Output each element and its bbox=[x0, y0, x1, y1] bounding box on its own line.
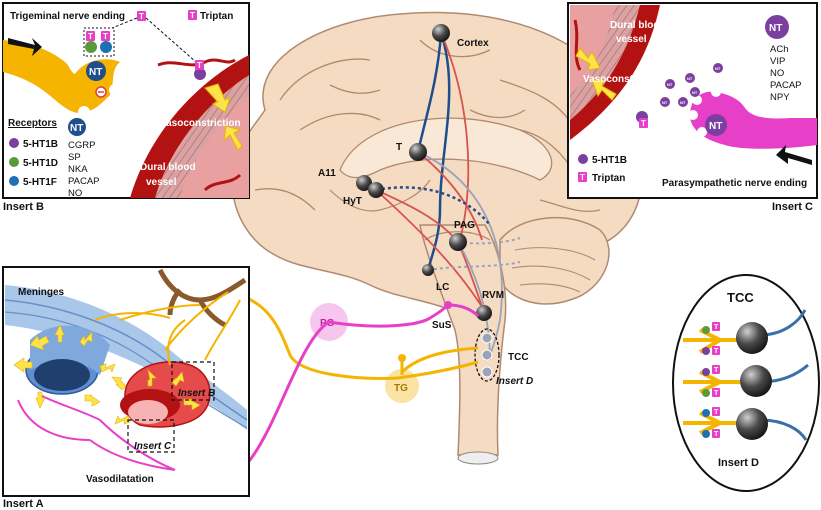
insert-d-panel: TCC T T T T T T Insert D bbox=[672, 274, 820, 492]
trigeminal-title: Trigeminal nerve ending bbox=[10, 11, 125, 22]
receptors-title: Receptors bbox=[8, 118, 57, 129]
receptor-1: 5-HT1B bbox=[23, 139, 58, 150]
svg-text:NT: NT bbox=[687, 76, 693, 81]
svg-text:T: T bbox=[714, 390, 719, 397]
insert-d-label: Insert D bbox=[718, 457, 759, 469]
lc-label: LC bbox=[436, 282, 449, 293]
nt-b-3: NKA bbox=[68, 164, 88, 175]
insert-b-box-label: Insert B bbox=[178, 388, 215, 399]
rvm-label: RVM bbox=[482, 290, 504, 301]
nt-b-2: SP bbox=[68, 152, 81, 163]
rvm-nucleus bbox=[476, 305, 492, 321]
cortex-nucleus bbox=[432, 24, 450, 42]
nt-badge-b bbox=[86, 61, 106, 81]
insert-c-panel: Dural blood vessel Vasoconstriction NT N… bbox=[567, 2, 818, 199]
insert-c-box-label: Insert C bbox=[134, 441, 172, 452]
receptor-3: 5-HT1F bbox=[23, 177, 57, 188]
svg-text:T: T bbox=[714, 324, 719, 331]
tcc-neuron-3 bbox=[736, 408, 768, 440]
svg-text:NT: NT bbox=[89, 67, 102, 78]
tcc-neuron-2 bbox=[740, 365, 772, 397]
svg-text:NT: NT bbox=[709, 121, 722, 132]
dural-vessel-b-2: vessel bbox=[146, 177, 177, 188]
brain-drawing bbox=[231, 11, 644, 465]
dural-vessel-c-2: vessel bbox=[616, 34, 647, 45]
svg-text:T: T bbox=[103, 32, 108, 41]
insert-b-panel: NT T T T T Trigeminal nerve ending T Tri… bbox=[2, 2, 250, 199]
svg-text:T: T bbox=[641, 119, 646, 128]
nt-badge-c bbox=[705, 114, 727, 136]
vasoconstriction-b: Vasoconstriction bbox=[160, 118, 241, 129]
nt-c-5: NPY bbox=[770, 92, 790, 103]
svg-text:T: T bbox=[139, 12, 144, 21]
nt-c-4: PACAP bbox=[770, 80, 802, 91]
parasympathetic-label: Parasympathetic nerve ending bbox=[662, 178, 807, 189]
svg-text:T: T bbox=[580, 173, 585, 182]
tcc-neuron-1 bbox=[736, 322, 768, 354]
svg-text:NT: NT bbox=[769, 23, 782, 34]
vasoconstriction-c: Vasoconstriction bbox=[583, 74, 664, 85]
cortex-label: Cortex bbox=[457, 38, 489, 49]
svg-text:T: T bbox=[88, 32, 93, 41]
svg-text:T: T bbox=[714, 431, 719, 438]
tcc-label: TCC bbox=[508, 352, 529, 363]
svg-text:NT: NT bbox=[662, 100, 668, 105]
nt-c-2: VIP bbox=[770, 56, 785, 67]
sus-label: SuS bbox=[432, 320, 452, 331]
tcc-ellipse bbox=[474, 328, 500, 382]
svg-text:NT: NT bbox=[715, 66, 721, 71]
hyt-label: HyT bbox=[343, 196, 362, 207]
svg-text:NT: NT bbox=[667, 82, 673, 87]
insert-b-label: Insert B bbox=[3, 201, 44, 213]
insert-a-panel: Insert B Insert C Meninges Vasodilatatio… bbox=[2, 266, 250, 497]
pag-label: PAG bbox=[454, 220, 475, 231]
svg-text:T: T bbox=[197, 61, 202, 70]
lc-nucleus bbox=[422, 264, 434, 276]
receptor-legend-c: 5-HT1B bbox=[592, 155, 627, 166]
insert-c-label: Insert C bbox=[772, 201, 813, 213]
svg-text:T: T bbox=[714, 367, 719, 374]
vasodilatation-label: Vasodilatation bbox=[86, 474, 154, 485]
tcc-title: TCC bbox=[727, 290, 754, 305]
svg-text:T: T bbox=[714, 348, 719, 355]
dural-vessel-b-1: Dural blood bbox=[140, 162, 196, 173]
meninges-label: Meninges bbox=[18, 287, 65, 298]
insert-a-label: Insert A bbox=[3, 498, 44, 510]
nt-legend-c bbox=[765, 15, 789, 39]
pag-nucleus bbox=[449, 233, 467, 251]
insert-d-marker: Insert D bbox=[496, 376, 533, 387]
nt-b-5: NO bbox=[68, 188, 82, 199]
receptor-2: 5-HT1D bbox=[23, 158, 58, 169]
triptan-legend-c: Triptan bbox=[592, 173, 625, 184]
a11-nucleus bbox=[356, 175, 372, 191]
nt-b-4: PACAP bbox=[68, 176, 100, 187]
dural-vessel-c-1: Dural blood bbox=[610, 20, 666, 31]
triptan-legend-b: Triptan bbox=[200, 11, 233, 22]
thalamus-label: T bbox=[396, 142, 402, 153]
thalamus-nucleus bbox=[409, 143, 427, 161]
a11-label: A11 bbox=[318, 168, 336, 179]
tg-label: TG bbox=[394, 383, 408, 394]
hyt-nucleus bbox=[368, 182, 384, 198]
svg-text:NT: NT bbox=[692, 90, 698, 95]
svg-text:NT: NT bbox=[70, 123, 83, 134]
nt-b-1: CGRP bbox=[68, 140, 95, 151]
nt-legend-b bbox=[68, 118, 86, 136]
svg-text:NT: NT bbox=[680, 100, 686, 105]
nuclei bbox=[356, 24, 492, 321]
svg-text:T: T bbox=[714, 409, 719, 416]
svg-text:T: T bbox=[190, 11, 195, 20]
nt-c-3: NO bbox=[770, 68, 784, 79]
nt-c-1: ACh bbox=[770, 44, 788, 55]
